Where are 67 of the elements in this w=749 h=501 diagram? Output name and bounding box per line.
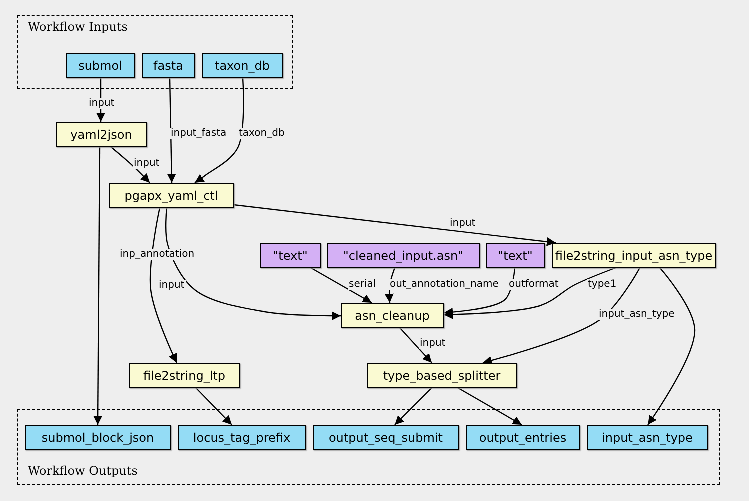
group-title: Workflow Inputs bbox=[28, 20, 128, 34]
node-label: file2string_ltp bbox=[143, 368, 226, 382]
edge-label: serial bbox=[348, 279, 378, 290]
arrow bbox=[94, 147, 103, 425]
arrow bbox=[110, 146, 150, 184]
edge-label: taxon_db bbox=[238, 128, 286, 139]
edge-label: outformat bbox=[508, 279, 560, 290]
arrow bbox=[194, 78, 244, 184]
node-label: fasta bbox=[154, 58, 184, 72]
arrow bbox=[458, 387, 522, 426]
edge-label: out_annotation_name bbox=[389, 279, 500, 290]
node-label: output_seq_submit bbox=[328, 430, 444, 444]
node-label: submol bbox=[78, 58, 122, 72]
node-label: input_asn_type bbox=[602, 430, 693, 444]
edge-label: type1 bbox=[587, 279, 618, 290]
parameter-box bbox=[142, 53, 195, 78]
arrow bbox=[150, 208, 178, 364]
edge-label: input bbox=[133, 158, 161, 169]
parameter-box bbox=[202, 53, 283, 78]
edge-label: inp_annotation bbox=[119, 249, 196, 260]
edge-label: input bbox=[449, 218, 477, 229]
node-label: asn_cleanup bbox=[355, 308, 430, 322]
group-title: Workflow Outputs bbox=[28, 464, 138, 478]
parameter-box bbox=[178, 425, 306, 450]
edge-label: input bbox=[158, 280, 186, 291]
parameter-box bbox=[25, 425, 171, 450]
arrow bbox=[482, 268, 641, 366]
parameter-box bbox=[466, 425, 580, 450]
node-label: file2string_input_asn_type bbox=[555, 248, 713, 262]
node-label: locus_tag_prefix bbox=[193, 430, 291, 444]
constant-box bbox=[486, 243, 545, 268]
arrow bbox=[310, 267, 372, 304]
edge-label: input_fasta bbox=[170, 128, 228, 139]
node-label: yaml2json bbox=[70, 128, 132, 142]
process-box bbox=[552, 243, 716, 268]
node-label: type_based_splitter bbox=[383, 368, 501, 382]
arrow bbox=[444, 267, 616, 320]
arrow bbox=[444, 268, 516, 317]
parameter-box bbox=[587, 425, 708, 450]
node-label: "cleaned_input.asn" bbox=[343, 248, 464, 262]
edge-label: input bbox=[419, 338, 447, 349]
node-label: "text" bbox=[498, 248, 533, 262]
group-frame bbox=[17, 15, 293, 89]
arrow bbox=[648, 268, 696, 426]
parameter-box bbox=[313, 425, 459, 450]
node-label: output_entries bbox=[479, 430, 567, 444]
arrow bbox=[167, 78, 176, 184]
node-label: submol_block_json bbox=[42, 430, 154, 444]
process-box bbox=[129, 363, 240, 388]
process-box bbox=[367, 363, 517, 388]
arrow bbox=[234, 204, 556, 246]
node-label: taxon_db bbox=[215, 58, 270, 72]
arrow bbox=[400, 328, 432, 364]
process-box bbox=[341, 303, 444, 328]
node-label: pgapx_yaml_ctl bbox=[124, 188, 218, 202]
constant-box bbox=[260, 243, 321, 268]
group-frame bbox=[17, 409, 720, 485]
parameter-box bbox=[66, 53, 135, 78]
edge-label: input bbox=[88, 98, 116, 109]
node-label: "text" bbox=[273, 248, 308, 262]
arrow bbox=[196, 388, 232, 426]
process-box bbox=[56, 122, 147, 147]
arrow bbox=[165, 208, 341, 321]
arrow bbox=[394, 388, 432, 426]
process-box bbox=[109, 183, 234, 208]
edge-label: input_asn_type bbox=[598, 309, 676, 320]
constant-box bbox=[327, 243, 480, 268]
